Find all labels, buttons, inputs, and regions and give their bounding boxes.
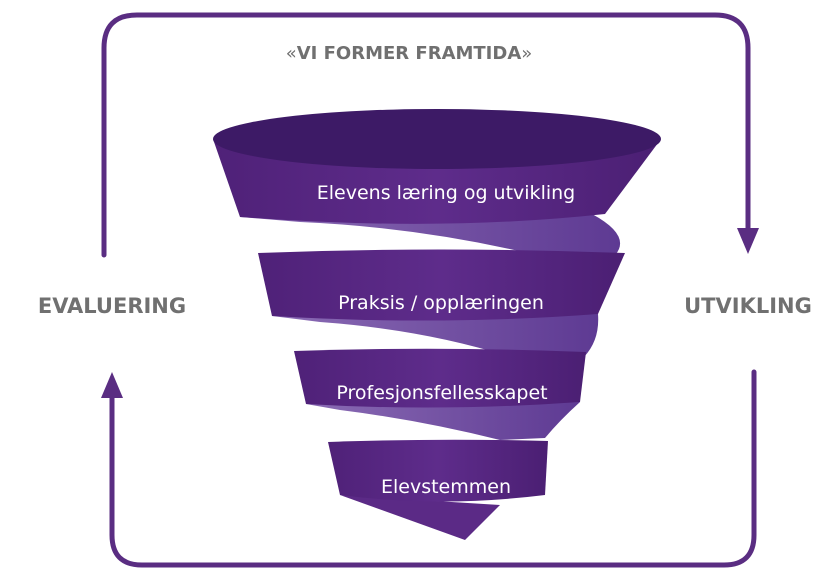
development-label: UTVIKLING (684, 294, 812, 318)
funnel-level-label: Profesjonsfellesskapet (336, 382, 547, 404)
title-open-quote: « (286, 43, 297, 64)
funnel-twist-3 (306, 402, 580, 440)
funnel-band-2 (258, 249, 625, 321)
funnel-twist-2 (272, 314, 599, 360)
down-arrowhead-icon (737, 228, 759, 254)
funnel-top-ellipse (213, 109, 661, 169)
top-arrow-path (101, 12, 751, 258)
title-close-quote: » (521, 43, 532, 64)
funnel-level-label: Elevens læring og utvikling (317, 182, 575, 204)
diagram-title: «VI FORMER FRAMTIDA» (286, 43, 533, 64)
funnel-band-4 (328, 439, 548, 502)
cycle-frame (101, 12, 757, 568)
bottom-arrow-path (109, 369, 757, 568)
title-text: VI FORMER FRAMTIDA (297, 43, 522, 64)
funnel-band-3 (294, 348, 586, 408)
funnel: Elevens læring og utvikling Praksis / op… (213, 109, 661, 540)
funnel-level-label: Praksis / opplæringen (338, 292, 544, 314)
funnel-tip (340, 495, 500, 540)
funnel-level-label: Elevstemmen (381, 476, 511, 498)
up-arrowhead-icon (101, 372, 123, 398)
evaluation-label: EVALUERING (38, 294, 186, 318)
